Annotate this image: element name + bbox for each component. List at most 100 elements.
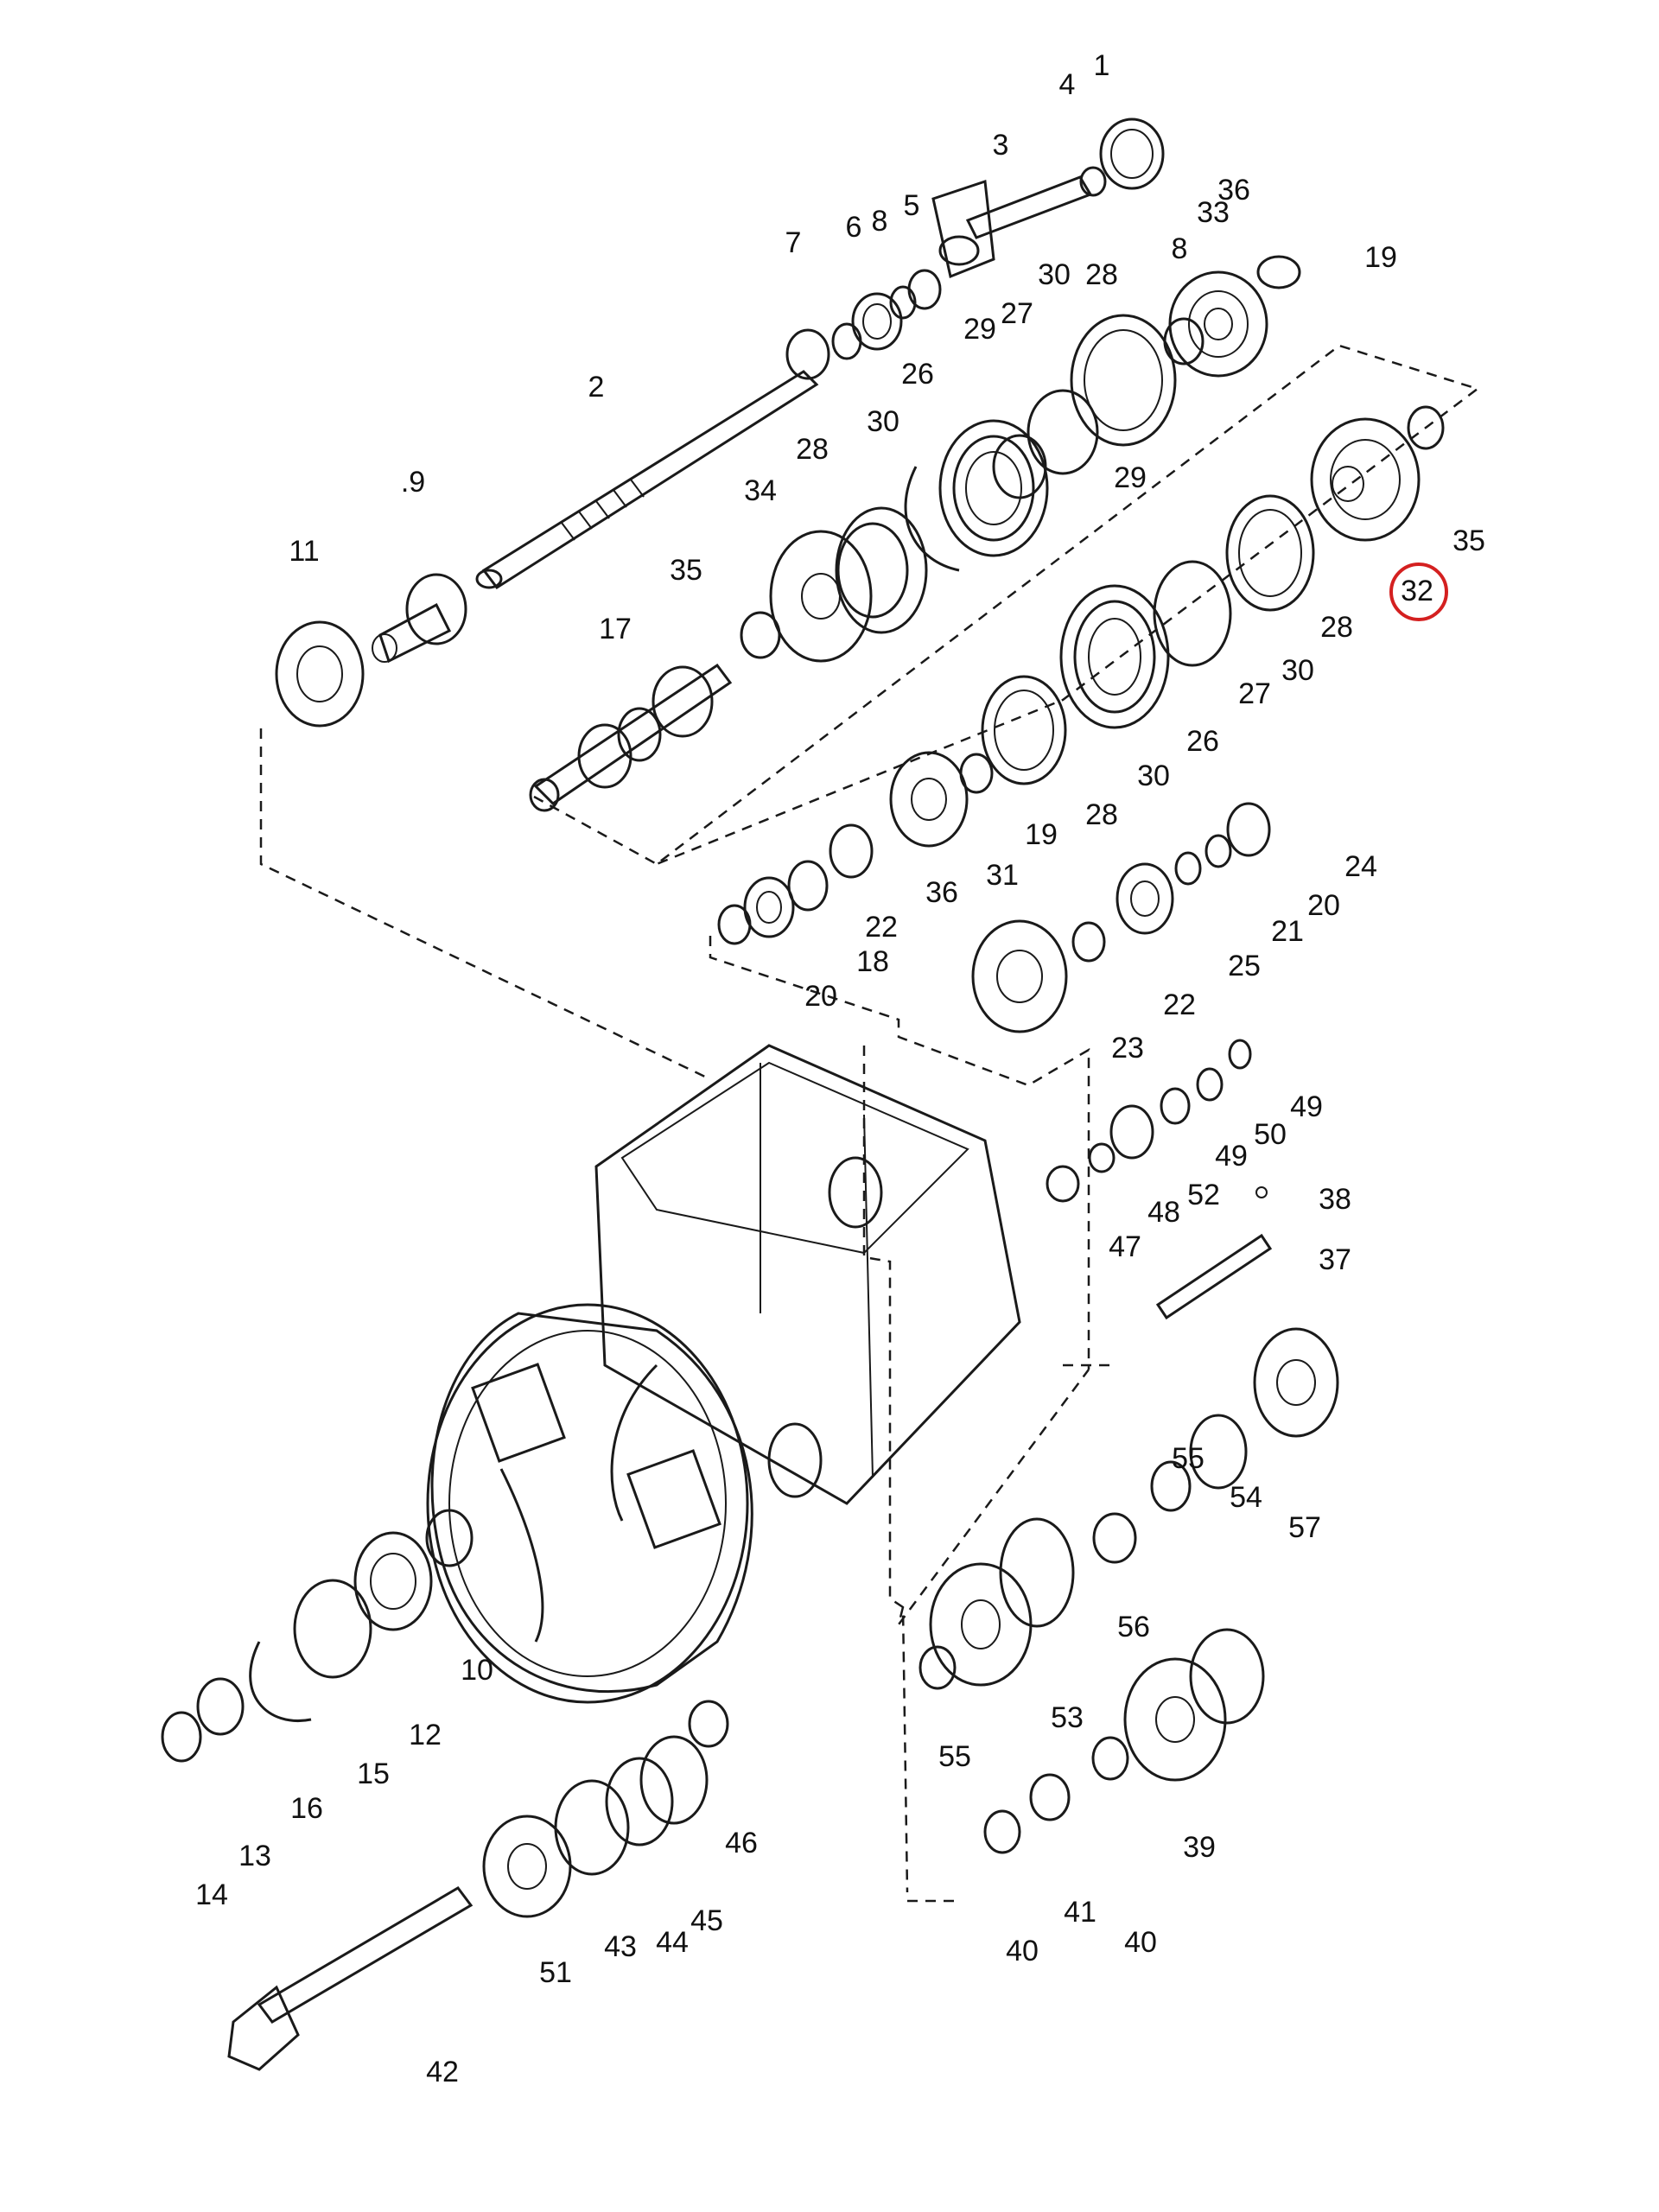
callout-label: 21	[1271, 915, 1304, 948]
callout-label: 16	[290, 1792, 323, 1825]
callout-label: 50	[1254, 1118, 1287, 1151]
callout-label: 51	[539, 1956, 572, 1989]
callout-label: 14	[195, 1878, 228, 1911]
part-synchro-upper	[904, 314, 1177, 572]
callout-label: 20	[804, 980, 837, 1013]
callout-label: 34	[744, 474, 777, 507]
callout-label: 12	[409, 1719, 442, 1751]
callout-label: 37	[1319, 1243, 1351, 1276]
callout-label: 48	[1147, 1196, 1180, 1229]
part-ring-1	[1099, 118, 1165, 190]
callout-label: 41	[1064, 1896, 1096, 1929]
callout-label: 10	[461, 1654, 493, 1687]
callout-label: 30	[867, 405, 899, 438]
part-small-rings-lower	[1046, 1039, 1252, 1203]
part-synchro-middle	[1059, 494, 1315, 729]
callout-label: 57	[1288, 1511, 1321, 1544]
part-bearing-23	[971, 802, 1271, 1033]
callout-label: 26	[901, 358, 934, 391]
callout-label: 30	[1137, 760, 1170, 792]
part-small-rings-middle	[717, 823, 874, 945]
part-input-shaft	[529, 663, 733, 812]
callout-label: 4	[1059, 68, 1076, 101]
callout-label: 32	[1401, 575, 1433, 607]
callout-label: 7	[785, 226, 802, 259]
callout-label: 52	[1187, 1179, 1220, 1211]
callout-label: 56	[1117, 1611, 1150, 1643]
callout-label: 26	[1186, 725, 1219, 758]
callout-label: 15	[357, 1758, 390, 1790]
callout-label: 20	[1307, 889, 1340, 922]
callout-label: 29	[963, 313, 996, 346]
highlight-circle	[1389, 563, 1448, 621]
callout-label: 24	[1344, 850, 1377, 883]
callout-label: 2	[588, 371, 605, 404]
callout-label: 8	[872, 205, 888, 238]
callout-label: 39	[1183, 1831, 1216, 1864]
callout-label: 54	[1230, 1481, 1262, 1514]
callout-label: 35	[1452, 524, 1485, 557]
part-pin-37	[1155, 1186, 1273, 1320]
part-reverse-gear	[983, 1628, 1265, 1854]
callout-label: 55	[938, 1740, 971, 1773]
part-gear-33	[1163, 255, 1301, 378]
part-gear-34	[740, 506, 928, 663]
part-small-rings-top	[785, 269, 942, 380]
callout-label: 30	[1281, 654, 1314, 687]
callout-label: 44	[656, 1926, 689, 1959]
callout-label: 35	[670, 554, 702, 587]
callout-label: 1	[1094, 49, 1110, 82]
callout-label: 22	[1163, 988, 1196, 1021]
callout-label: 31	[986, 859, 1019, 892]
callout-label: 53	[1051, 1701, 1084, 1734]
callout-label: 45	[690, 1904, 723, 1937]
callout-label: 42	[426, 2056, 459, 2088]
part-shift-shaft	[931, 166, 1107, 279]
part-gear-32	[1310, 405, 1445, 542]
callout-label: 8	[1172, 232, 1188, 265]
callout-label: 17	[599, 613, 632, 645]
callout-label: 19	[1364, 241, 1397, 274]
callout-label: 5	[904, 189, 920, 222]
callout-label: 13	[238, 1840, 271, 1872]
callout-label: 3	[993, 129, 1009, 162]
callout-label: 40	[1006, 1935, 1039, 1967]
callout-label: 43	[604, 1930, 637, 1963]
callout-labels: 123456788.910111213141516171819192020212…	[195, 49, 1485, 2088]
part-bearing-11	[275, 573, 467, 728]
callout-label: 49	[1215, 1140, 1248, 1173]
callout-label: 49	[1290, 1090, 1323, 1123]
part-transmission-housing	[426, 1044, 1021, 1704]
callout-label: 23	[1111, 1032, 1144, 1065]
callout-label: .9	[401, 466, 425, 499]
part-output-shaft	[227, 1700, 729, 2071]
callout-label: 36	[1217, 174, 1250, 207]
callout-label: 55	[1172, 1442, 1205, 1475]
callout-label: 28	[1085, 798, 1118, 831]
callout-label: 27	[1238, 677, 1271, 710]
callout-label: 40	[1124, 1926, 1157, 1959]
callout-label: 27	[1001, 297, 1033, 330]
part-gear-19	[889, 675, 1067, 848]
callout-label: 33	[1197, 196, 1230, 229]
callout-label: 29	[1114, 461, 1147, 494]
callout-label: 47	[1109, 1230, 1141, 1263]
part-rings-lower-left	[161, 1509, 474, 1763]
callout-label: 46	[725, 1827, 758, 1859]
callout-label: 28	[1085, 258, 1118, 291]
callout-label: 28	[796, 433, 829, 466]
callout-label: 19	[1025, 818, 1058, 851]
part-countershaft-gears	[918, 1327, 1339, 1690]
callout-label: 22	[865, 911, 898, 944]
callout-label: 36	[925, 876, 958, 909]
callout-label: 30	[1038, 258, 1071, 291]
callout-label: 25	[1228, 950, 1261, 982]
callout-label: 38	[1319, 1183, 1351, 1216]
callout-label: 28	[1320, 611, 1353, 644]
part-main-shaft	[475, 370, 819, 590]
callout-label: 11	[289, 535, 319, 568]
callout-label: 18	[856, 945, 889, 978]
callout-label: 6	[846, 211, 862, 244]
